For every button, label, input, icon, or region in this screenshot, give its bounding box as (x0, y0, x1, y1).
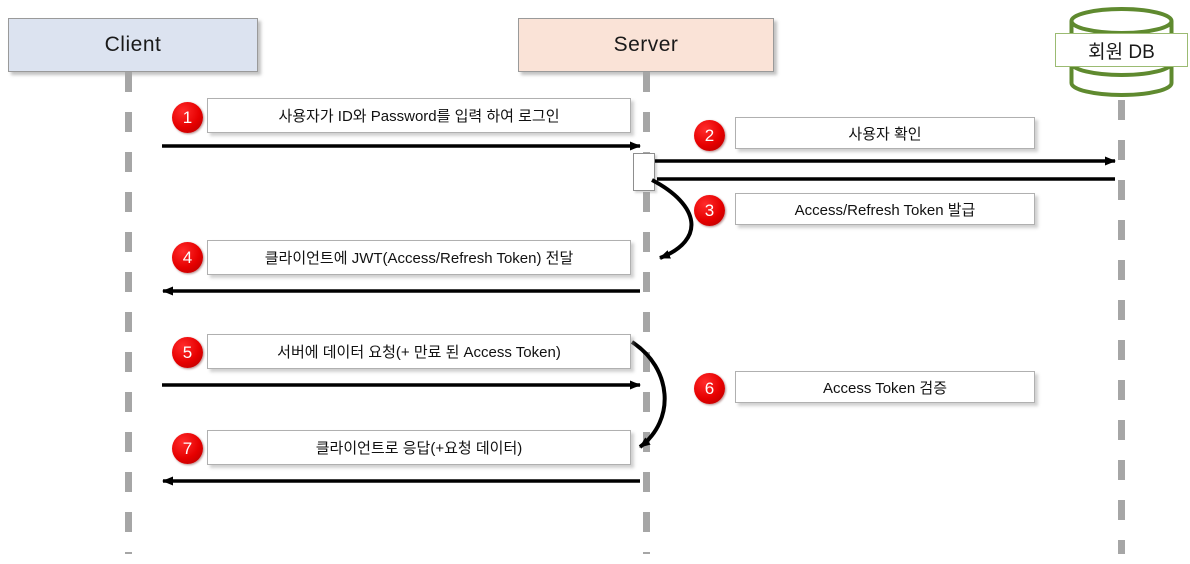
lifeline-server (643, 72, 650, 554)
step-badge-6-number: 6 (704, 378, 715, 398)
step-badge-7-number: 7 (182, 438, 193, 458)
activation-bar-server (633, 153, 655, 191)
note-step-2: 사용자 확인 (735, 117, 1035, 149)
note-step-1: 사용자가 ID와 Password를 입력 하여 로그인 (207, 98, 631, 133)
step-badge-3-number: 3 (704, 200, 715, 220)
actor-server-label: Server (613, 33, 679, 56)
lifeline-database (1118, 100, 1125, 554)
step-badge-7: 7 (172, 433, 203, 464)
note-step-1-text: 사용자가 ID와 Password를 입력 하여 로그인 (278, 108, 560, 125)
actor-client-label: Client (104, 33, 162, 56)
step-badge-2: 2 (694, 120, 725, 151)
note-step-2-text: 사용자 확인 (848, 125, 922, 143)
step-badge-3: 3 (694, 195, 725, 226)
note-step-5-text: 서버에 데이터 요청(+ 만료 된 Access Token) (277, 344, 561, 361)
note-step-3: Access/Refresh Token 발급 (735, 193, 1035, 225)
note-step-7: 클라이언트로 응답(+요청 데이터) (207, 430, 631, 465)
actor-server-header: Server (518, 18, 774, 72)
lifeline-client (125, 72, 132, 554)
note-step-6: Access Token 검증 (735, 371, 1035, 403)
note-step-3-text: Access/Refresh Token 발급 (794, 201, 976, 219)
note-step-7-text: 클라이언트로 응답(+요청 데이터) (315, 440, 523, 457)
step-badge-6: 6 (694, 373, 725, 404)
note-step-4: 클라이언트에 JWT(Access/Refresh Token) 전달 (207, 240, 631, 275)
step-badge-1: 1 (172, 102, 203, 133)
step-badge-5-number: 5 (182, 342, 193, 362)
database-label: 회원 DB (1088, 41, 1155, 63)
note-step-4-text: 클라이언트에 JWT(Access/Refresh Token) 전달 (264, 250, 574, 267)
arrow-step-3-self-loop (651, 178, 694, 260)
step-badge-4: 4 (172, 242, 203, 273)
note-step-6-text: Access Token 검증 (822, 379, 948, 397)
actor-client-header: Client (8, 18, 258, 72)
step-badge-4-number: 4 (182, 247, 193, 267)
step-badge-2-number: 2 (704, 125, 715, 145)
step-badge-5: 5 (172, 337, 203, 368)
database-label-box: 회원 DB (1055, 33, 1188, 67)
note-step-5: 서버에 데이터 요청(+ 만료 된 Access Token) (207, 334, 631, 369)
step-badge-1-number: 1 (182, 107, 193, 127)
